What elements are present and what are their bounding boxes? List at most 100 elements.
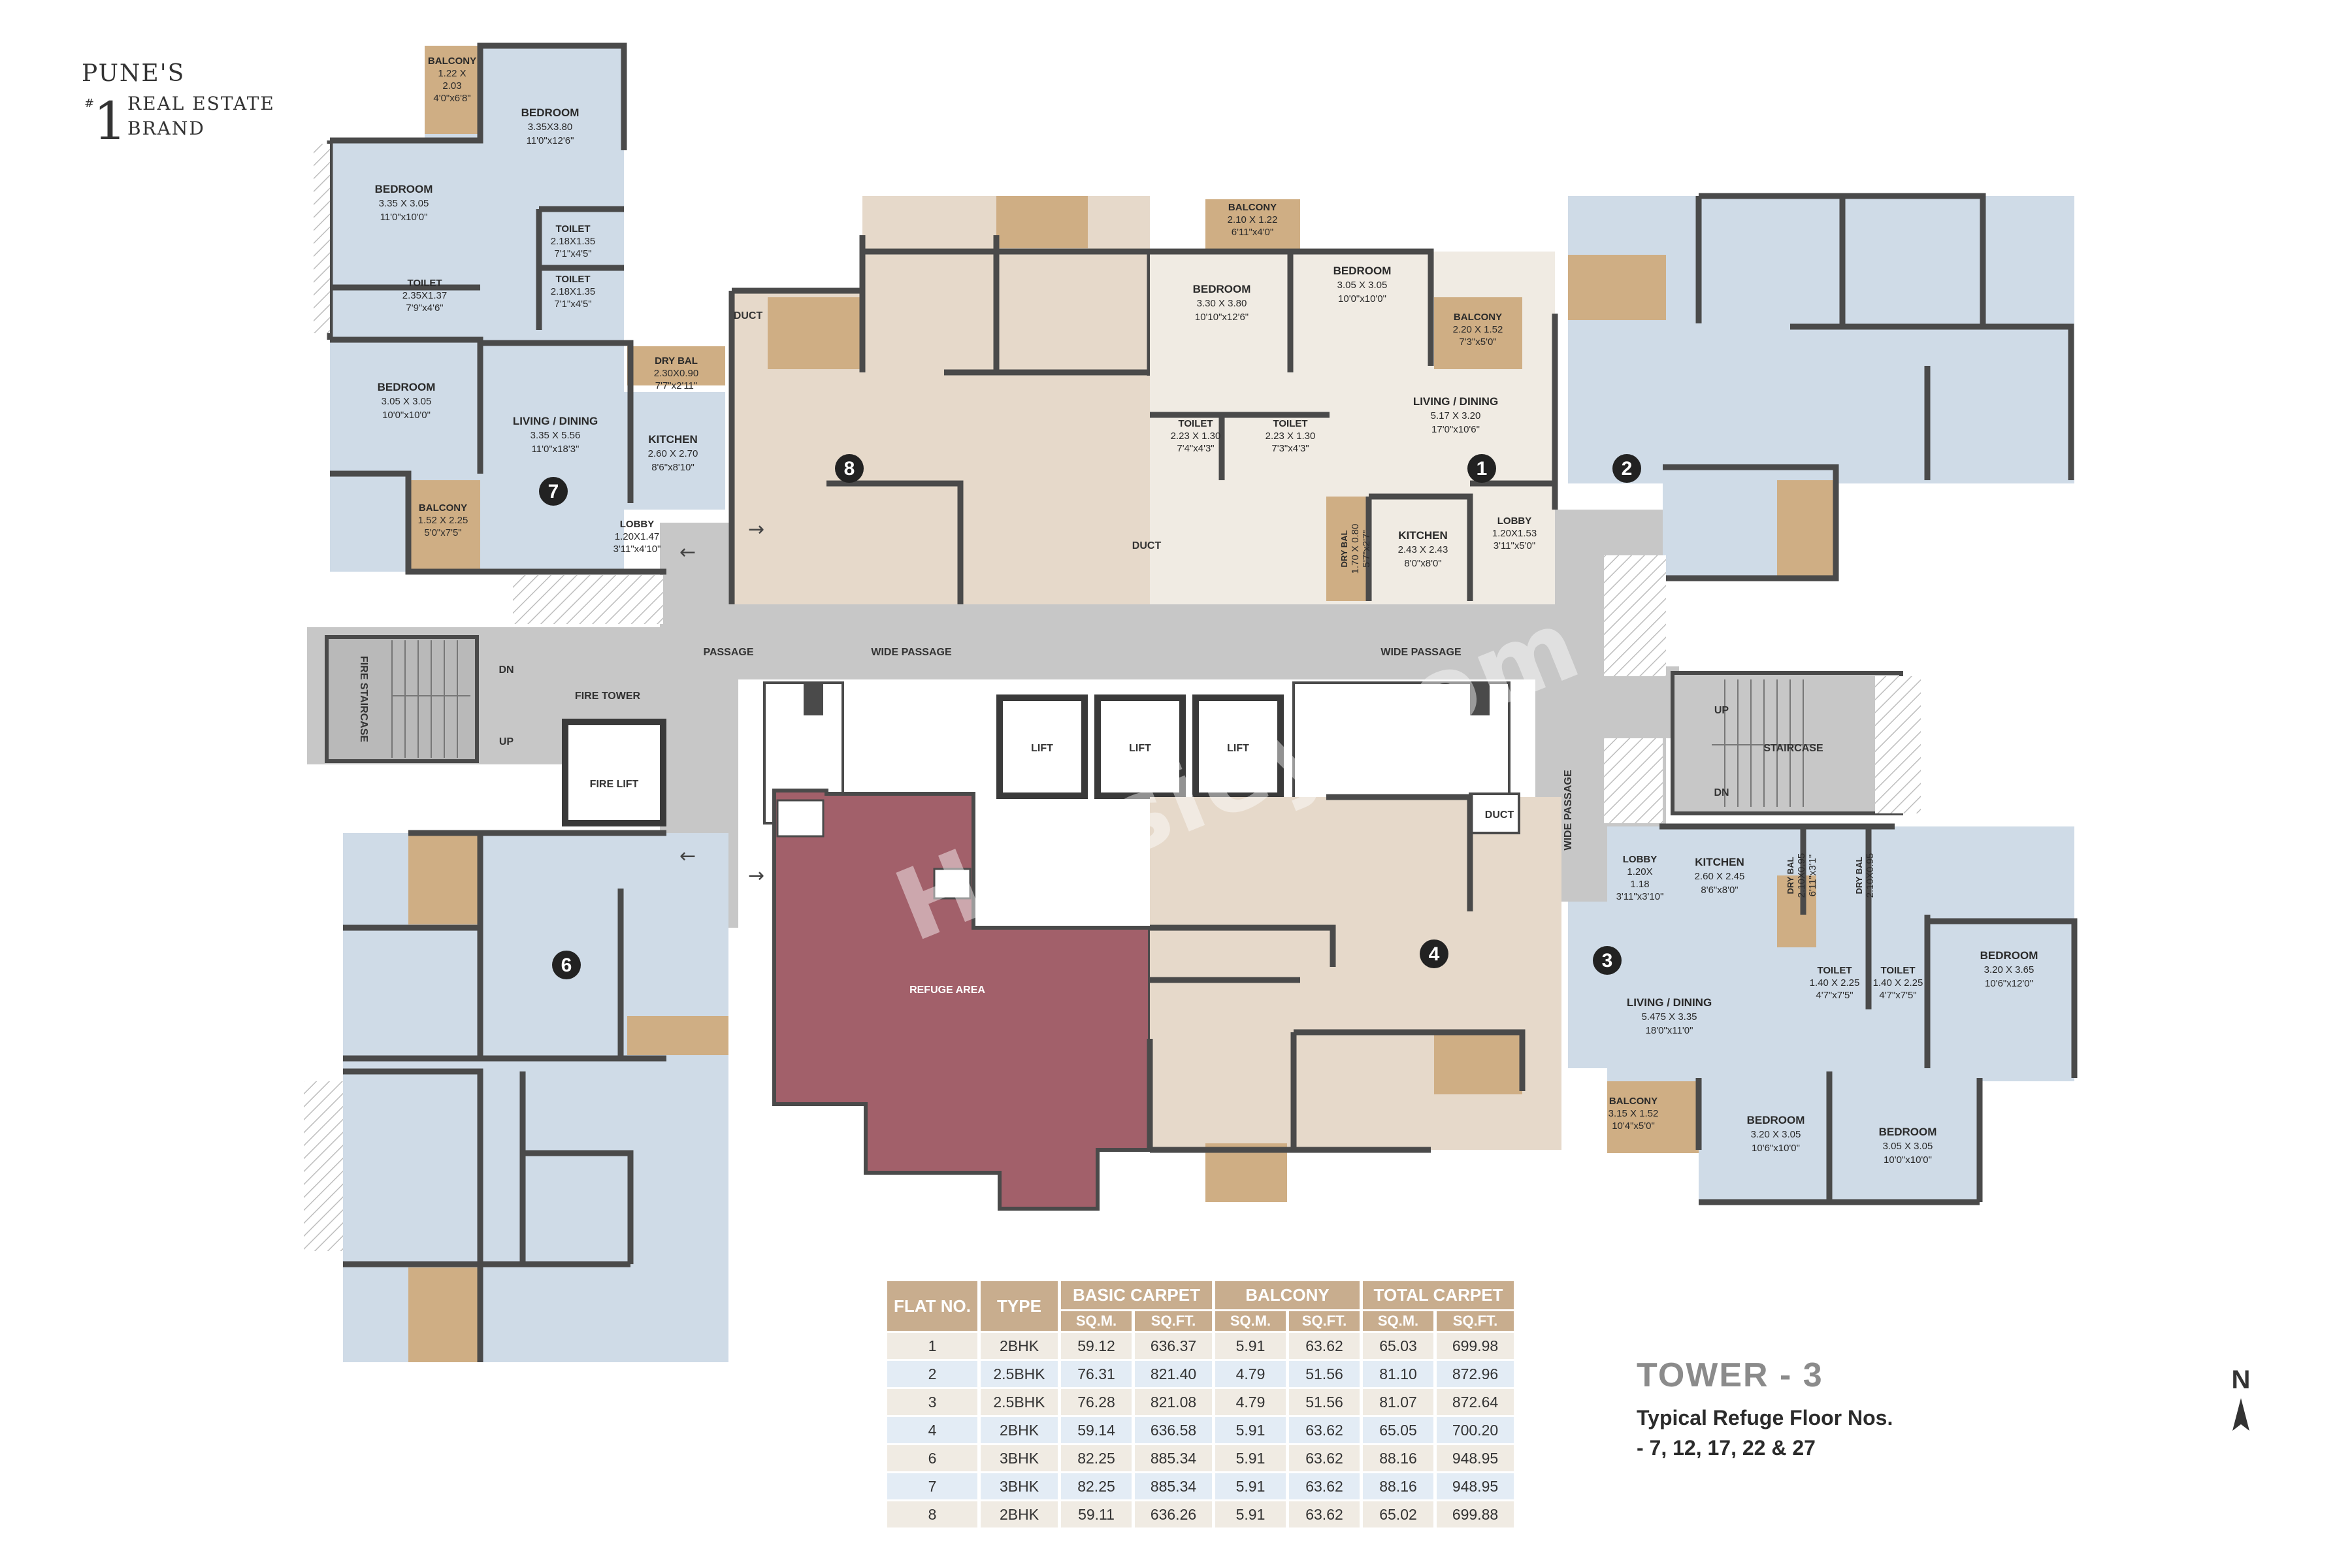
north-label: N [2231,1365,2251,1394]
table-cell: 65.02 [1363,1501,1433,1527]
table-cell: 636.58 [1135,1417,1212,1443]
room-label-line: 4'7"x7'5" [1816,990,1853,1001]
table-cell: 7 [887,1473,977,1499]
room-label-line: 1.22 X [438,68,466,79]
room-label-line: BALCONY [1609,1096,1658,1107]
room-label-line: 11'0"x10'0" [380,212,428,223]
room-label-line: LOBBY [620,519,655,530]
room-label-line: BALCONY [419,502,467,514]
room-label-line: 5.475 X 3.35 [1641,1011,1697,1022]
flat-number-2-text: 2 [1622,458,1633,480]
room-label-line: KITCHEN [1695,856,1744,868]
table-cell: 4.79 [1215,1389,1286,1415]
flat-number-4-text: 4 [1429,943,1440,965]
table-cell: 3BHK [981,1473,1058,1499]
table-cell: 5.91 [1215,1501,1286,1527]
table-cell: 699.98 [1437,1333,1514,1359]
room-label-line: BALCONY [428,56,476,67]
room-label-line: 11'0"x12'6" [527,135,574,146]
room-label-line: 11'0"x18'3" [532,444,580,455]
flat-number-8 [835,454,864,483]
room-label-line: BALCONY [1454,312,1502,323]
flat-number-8-text: 8 [844,458,855,480]
table-cell: 4.79 [1215,1361,1286,1387]
th-flat-no: FLAT NO. [887,1281,977,1331]
brand-sup: # [84,97,95,110]
table-cell: 63.62 [1289,1501,1360,1527]
table-cell: 88.16 [1363,1445,1433,1471]
room-label-line: 7'3"x5'0" [1459,336,1496,348]
room-label-line: 3.05 X 3.05 [1883,1141,1933,1152]
fire-tower-label: FIRE TOWER [575,691,641,702]
room-label-line: 10'6"x12'0" [1985,978,2033,989]
flat-8 [728,196,1156,604]
room-label-line: 2.30X0.90 [654,368,698,379]
svg-text:→: → [748,864,764,887]
room-label-line: 3'11"x3'10" [1616,891,1664,902]
lift-label-1: LIFT [1031,743,1053,754]
room-label-line: 6'11"x4'0" [1232,227,1273,238]
room-label-line: 2.60 X 2.45 [1695,871,1745,882]
flat-3 [1568,823,2078,1205]
fire-tower [307,627,666,826]
table-cell: 59.12 [1061,1333,1132,1359]
dn-label: DN [498,664,514,676]
table-cell: 2BHK [981,1333,1058,1359]
th-total-sqft: SQ.FT. [1437,1311,1514,1331]
lift-label-3: LIFT [1227,743,1249,754]
room-label-line: LOBBY [1497,515,1532,527]
th-basic-sqm: SQ.M. [1061,1311,1132,1331]
room-label-line: 10'0"x10'0" [1338,293,1386,304]
svg-text:←: ← [679,845,696,868]
room-label-line: 5'7"x2'7" [1361,530,1372,567]
staircase-label: STAIRCASE [1763,743,1823,754]
table-cell: 6 [887,1445,977,1471]
area-table: FLAT NO. TYPE BASIC CARPET BALCONY TOTAL… [884,1279,1517,1529]
room-label-line: 10'4"x5'0" [1612,1120,1655,1132]
table-cell: 82.25 [1061,1445,1132,1471]
room-label-line: LOBBY [1623,854,1658,865]
tower-subtitle-1: Typical Refuge Floor Nos. [1637,1406,1893,1429]
th-basic-sqft: SQ.FT. [1135,1311,1212,1331]
hatched-voids [304,144,1921,1251]
th-basic-carpet: BASIC CARPET [1061,1281,1212,1309]
table-cell: 65.05 [1363,1417,1433,1443]
room-label-line: DRY BAL [655,355,698,367]
table-cell: 59.11 [1061,1501,1132,1527]
room-label-line: BEDROOM [1879,1126,1937,1138]
th-balcony: BALCONY [1215,1281,1360,1309]
table-cell: 51.56 [1289,1389,1360,1415]
flat-number-1-text: 1 [1477,458,1488,480]
room-label-line: 3.35 X 3.05 [379,198,429,209]
room-label-line: TOILET [1817,965,1852,976]
tower-heading: TOWER - 3 Typical Refuge Floor Nos. - 7,… [1637,1356,1893,1463]
room-label-line: 2.03 [442,80,461,91]
table-cell: 65.03 [1363,1333,1433,1359]
wide-passage-label-left: WIDE PASSAGE [871,647,952,658]
room-label-line: 7'7"x2'11" [655,380,697,391]
room-label-line: 7'1"x4'5" [554,299,591,310]
flat-number-1 [1467,454,1496,483]
table-cell: 76.31 [1061,1361,1132,1387]
table-cell: 699.88 [1437,1501,1514,1527]
flat-number-markers: 7 8 1 2 3 4 6 [539,454,1641,979]
room-label-line: 2.35X1.37 [402,290,447,301]
flat-4 [1147,792,1561,1202]
brand-logo: PUNE'S # 1 REAL ESTATE BRAND [82,60,274,148]
